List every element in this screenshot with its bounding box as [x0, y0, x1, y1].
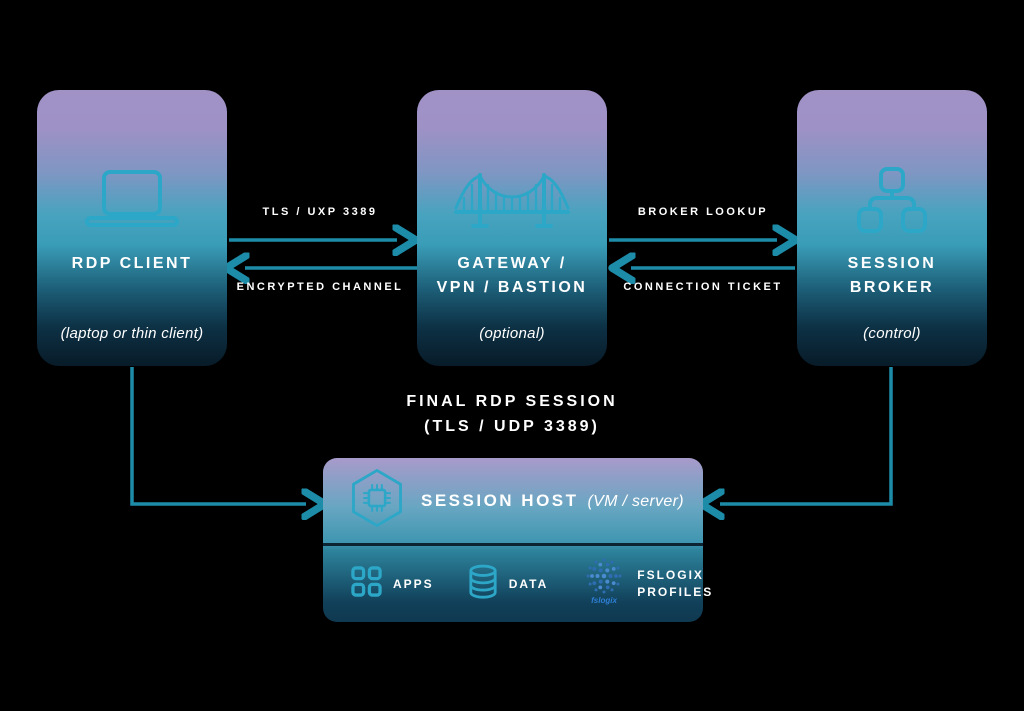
- session-host-title: SESSION HOST: [421, 490, 579, 510]
- node-subtitle: (laptop or thin client): [60, 325, 204, 342]
- label-gateway-to-client: ENCRYPTED CHANNEL: [236, 281, 404, 293]
- laptop-icon: [84, 168, 180, 232]
- session-host-divider: [323, 543, 703, 546]
- cpu-hexagon-icon: [349, 468, 405, 533]
- session-host-header: SESSION HOST (VM / server): [323, 458, 703, 543]
- svg-text:fslogix: fslogix: [591, 596, 617, 605]
- node-title: GATEWAY / VPN / BASTION: [436, 255, 588, 296]
- node-subtitle: (optional): [479, 325, 545, 342]
- host-item-label: FSLOGIX PROFILES: [637, 567, 714, 599]
- final-session-label: FINAL RDP SESSION (TLS / UDP 3389): [406, 393, 618, 435]
- node-title: RDP CLIENT: [71, 255, 193, 272]
- node-session-broker: SESSION BROKER (control): [797, 90, 987, 366]
- label-broker-to-gateway: CONNECTION TICKET: [623, 281, 783, 293]
- arrow-broker-to-host: [720, 367, 893, 504]
- host-item-fslogix: fslogix FSLOGIX PROFILES: [582, 558, 713, 611]
- host-item-data: DATA: [468, 564, 549, 605]
- session-host-items: APPS DATA: [323, 546, 711, 622]
- apps-grid-icon: [351, 566, 382, 602]
- bridge-icon: [454, 168, 570, 232]
- host-item-apps: APPS: [351, 566, 434, 602]
- node-subtitle: (control): [863, 325, 921, 342]
- node-session-host: SESSION HOST (VM / server) APPS: [323, 458, 711, 622]
- host-item-label: APPS: [393, 577, 434, 591]
- node-title: SESSION BROKER: [847, 255, 937, 296]
- session-host-suffix: (VM / server): [587, 492, 684, 510]
- arrow-client-to-host: [130, 367, 306, 504]
- node-rdp-client: RDP CLIENT (laptop or thin client): [37, 90, 227, 366]
- label-gateway-to-broker: BROKER LOOKUP: [637, 206, 769, 218]
- database-icon: [468, 564, 498, 605]
- node-gateway: GATEWAY / VPN / BASTION (optional): [417, 90, 607, 366]
- fslogix-logo: fslogix: [582, 558, 626, 611]
- hierarchy-icon: [852, 167, 932, 233]
- host-item-label: DATA: [508, 577, 549, 591]
- label-client-to-gateway: TLS / UXP 3389: [262, 206, 378, 218]
